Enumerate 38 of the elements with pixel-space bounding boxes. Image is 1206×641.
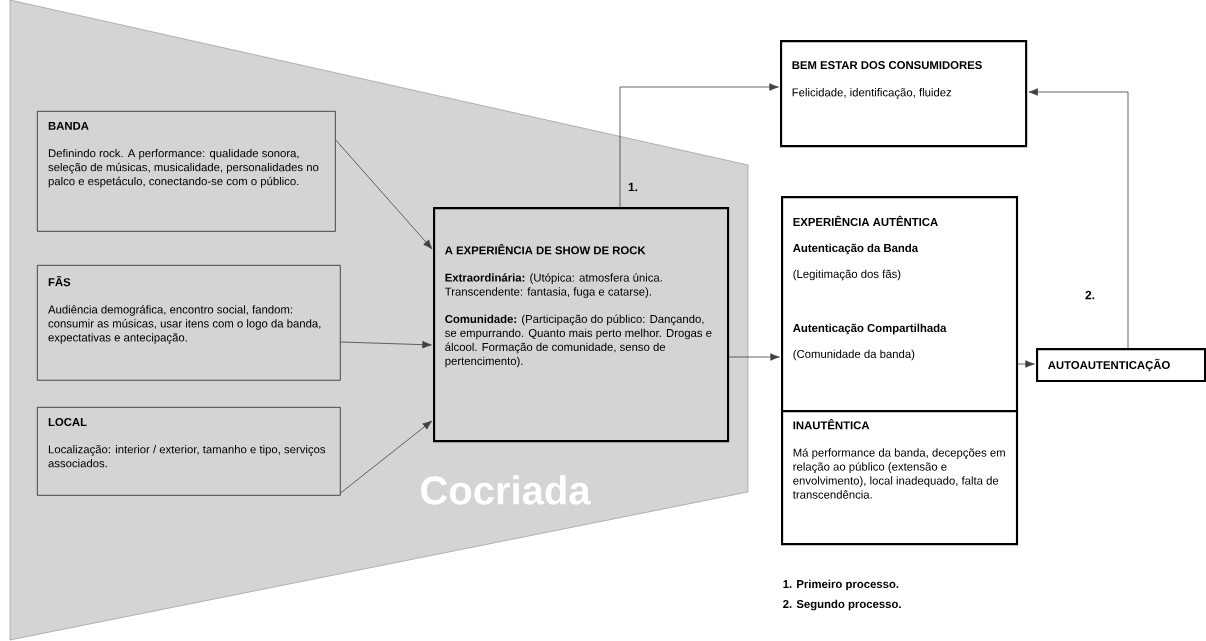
text-box xyxy=(1036,348,1206,383)
box-text: Felicidade, identificação, fluidez xyxy=(792,88,952,99)
box-heading: AUTOAUTENTICAÇÃO xyxy=(1048,358,1170,372)
edge-label: 1. xyxy=(628,182,638,192)
box-text: Audiência demográfica, encontro social, fandom: consumir as músicas, usar itens com o logo da banda, expectativas e antecipação. xyxy=(48,305,321,344)
edge-label: 2. xyxy=(1085,290,1095,300)
box-text: Comunidade: (Participação do público: Dançando, se empurrando. Quanto mais perto melhor. Drogas e álcool. Formação de comunidade, senso de pertencimento). xyxy=(445,314,712,368)
box-heading: BANDA xyxy=(48,122,89,130)
text-box xyxy=(37,265,341,381)
arrow xyxy=(340,340,432,349)
arrow xyxy=(728,353,780,361)
text-box xyxy=(781,196,1019,413)
footnote: 1. Primeiro processo. xyxy=(783,579,899,591)
arrow xyxy=(619,83,779,208)
box-text: Má performance da banda, decepções em relação ao público (extensão e envolvimento), local inadequado, falta de transcendência. xyxy=(792,448,1005,499)
box-heading: A EXPERIÊNCIA DE SHOW DE ROCK xyxy=(445,244,646,255)
box-heading: EXPERIÊNCIA AUTÊNTICA xyxy=(793,215,938,226)
text-box xyxy=(780,40,1028,148)
arrow xyxy=(340,420,433,494)
box-heading: LOCAL xyxy=(48,418,87,426)
arrow xyxy=(335,139,433,250)
box-text: Definindo rock. A performance: qualidade sonora, seleção de músicas, musicalidade, personalidades no palco e espetáculo, conectando-se com o público. xyxy=(48,148,319,188)
text-box xyxy=(37,407,341,496)
box-text: Extraordinária: (Utópica: atmosfera única. Transcendente: fantasia, fuga e catarse). xyxy=(445,273,662,298)
footnote: 2. Segundo processo. xyxy=(783,599,901,611)
box-heading: FÃS xyxy=(48,276,71,287)
box-text: (Comunidade da banda) xyxy=(793,349,915,361)
box-heading: BEM ESTAR DOS CONSUMIDORES xyxy=(792,61,982,70)
box-subheading: Autenticação Compartilhada xyxy=(793,323,947,335)
box-text: (Legitimação dos fãs) xyxy=(793,269,901,281)
text-box xyxy=(781,410,1019,546)
text-box xyxy=(37,111,336,232)
arrow xyxy=(1028,88,1129,349)
box-text: Localização: interior / exterior, tamanho e tipo, serviços associados. xyxy=(48,445,326,468)
box-heading: INAUTÊNTICA xyxy=(793,419,870,430)
arrow xyxy=(1017,360,1035,368)
box-subheading: Autenticação da Banda xyxy=(793,243,919,255)
text-box xyxy=(433,207,730,443)
